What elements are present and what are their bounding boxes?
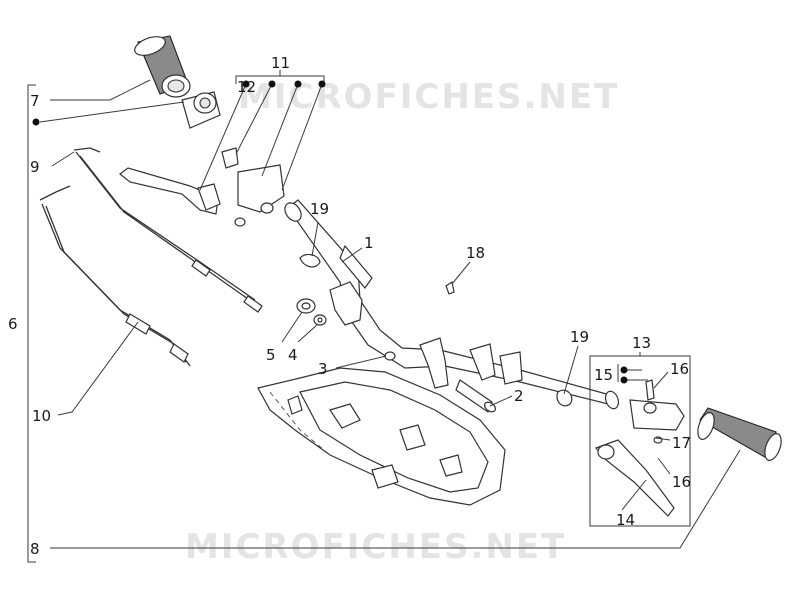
- spacer: [296, 298, 316, 314]
- callout-16-top: 16: [670, 360, 689, 378]
- callout-13: 13: [632, 334, 651, 352]
- callout-8: 8: [30, 540, 40, 558]
- callout-19-top: 19: [310, 200, 329, 218]
- clip-19-top: [299, 253, 321, 268]
- dot-15b: [620, 376, 628, 384]
- callout-10: 10: [32, 407, 51, 425]
- handlebar-cover-lower: [257, 367, 506, 506]
- callout-11: 11: [271, 54, 290, 72]
- group-bracket-left: [27, 84, 36, 563]
- washer: [313, 314, 327, 326]
- callout-4: 4: [288, 346, 298, 364]
- callout-16-bottom: 16: [672, 473, 691, 491]
- callout-17: 17: [672, 434, 691, 452]
- dot-12: [242, 80, 250, 88]
- leader-lines: [39, 70, 741, 549]
- brake-cable: [39, 185, 191, 367]
- callout-6: 6: [8, 315, 18, 333]
- left-grip: [134, 35, 191, 98]
- callout-2: 2: [514, 387, 524, 405]
- callouts: 1 2 3 4 5 6 7 8 9 10 11 12 13 14 15 16 1…: [8, 54, 691, 558]
- dot-left: [32, 118, 40, 126]
- brake-lever-right: [594, 439, 675, 517]
- callout-5: 5: [266, 346, 276, 364]
- callout-9: 9: [30, 158, 40, 176]
- dot-11b: [294, 80, 302, 88]
- dot-15a: [620, 366, 628, 374]
- dot-11a: [268, 80, 276, 88]
- callout-18: 18: [466, 244, 485, 262]
- master-cylinder: [221, 147, 285, 227]
- callout-3: 3: [318, 360, 328, 378]
- callout-15: 15: [594, 366, 613, 384]
- callout-19-right: 19: [570, 328, 589, 346]
- callout-7: 7: [30, 92, 40, 110]
- handlebar: [284, 199, 620, 410]
- callout-14: 14: [616, 511, 635, 529]
- watermark-bottom: MICROFICHES.NET: [185, 527, 566, 567]
- reference-dots: [32, 80, 628, 384]
- washer-3: [384, 351, 396, 361]
- right-grip: [697, 407, 782, 461]
- brake-lever-left: [119, 167, 221, 215]
- throttle-control: [181, 91, 221, 129]
- dot-11c: [318, 80, 326, 88]
- callout-12: 12: [237, 78, 256, 96]
- screw-18: [445, 281, 455, 295]
- lever-bracket-right: [629, 379, 685, 444]
- throttle-cable: [73, 147, 263, 313]
- callout-1: 1: [364, 234, 374, 252]
